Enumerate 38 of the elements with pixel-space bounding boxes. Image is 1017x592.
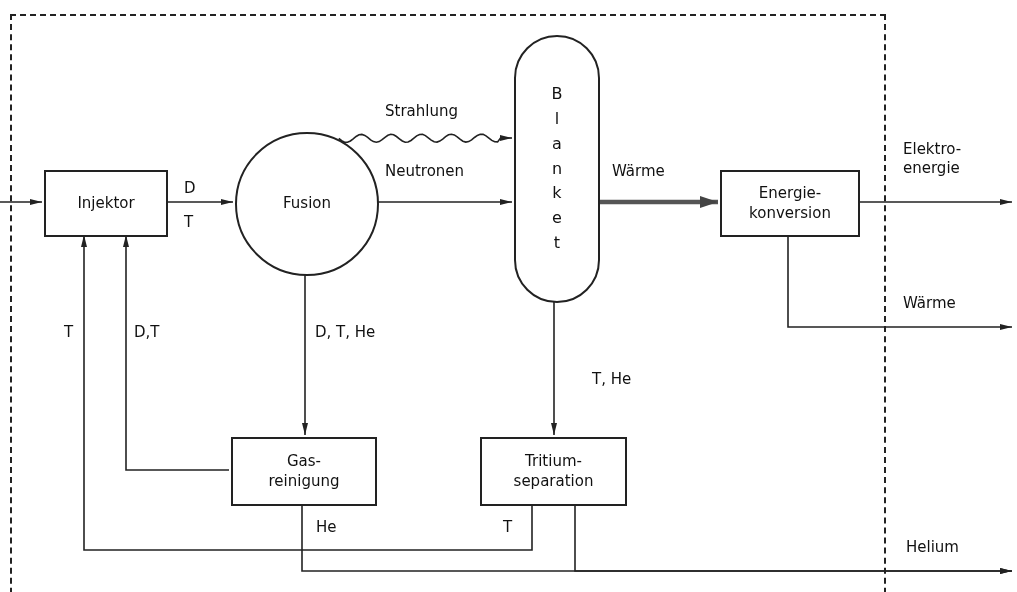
arrow — [574, 503, 1013, 574]
arrow — [857, 199, 1013, 205]
system-boundary — [10, 14, 886, 592]
edge-label: Neutronen — [385, 162, 465, 181]
process-box — [720, 170, 860, 237]
process-capsule — [514, 35, 600, 303]
edge-label: He — [316, 518, 337, 537]
arrow — [376, 199, 513, 205]
arrow — [81, 234, 533, 551]
flow-label: T — [503, 518, 513, 537]
node-label: Energie- konversion — [748, 184, 832, 223]
edge-label: D T — [184, 178, 197, 233]
edge-label: T, He — [592, 370, 632, 389]
edge-label: Strahlung — [385, 102, 458, 121]
edge-label: D, T, He — [315, 323, 376, 342]
process-box — [44, 170, 168, 237]
process-box — [231, 437, 377, 506]
process-box — [480, 437, 627, 506]
edge-label: T — [64, 323, 74, 342]
arrow — [123, 234, 230, 471]
node-label: Tritium- separation — [512, 452, 595, 491]
arrow — [0, 199, 43, 205]
arrow — [165, 199, 234, 205]
node-label: Blanket — [551, 83, 563, 254]
node-label: Injektor — [77, 193, 135, 214]
process-circle — [235, 132, 379, 276]
node-label: Gas- reinigung — [267, 452, 341, 491]
edge-label: Helium — [906, 538, 959, 557]
arrow — [787, 234, 1013, 330]
arrow — [598, 196, 718, 208]
arrow — [302, 273, 308, 436]
edge-label: D,T — [134, 323, 160, 342]
arrow — [551, 300, 557, 436]
edge-label: Wärme — [903, 294, 956, 313]
edge-label: Wärme — [612, 162, 665, 181]
edge-label: Elektro- energie — [903, 140, 963, 178]
wavy-arrow — [338, 133, 513, 144]
node-label: Fusion — [283, 194, 331, 214]
